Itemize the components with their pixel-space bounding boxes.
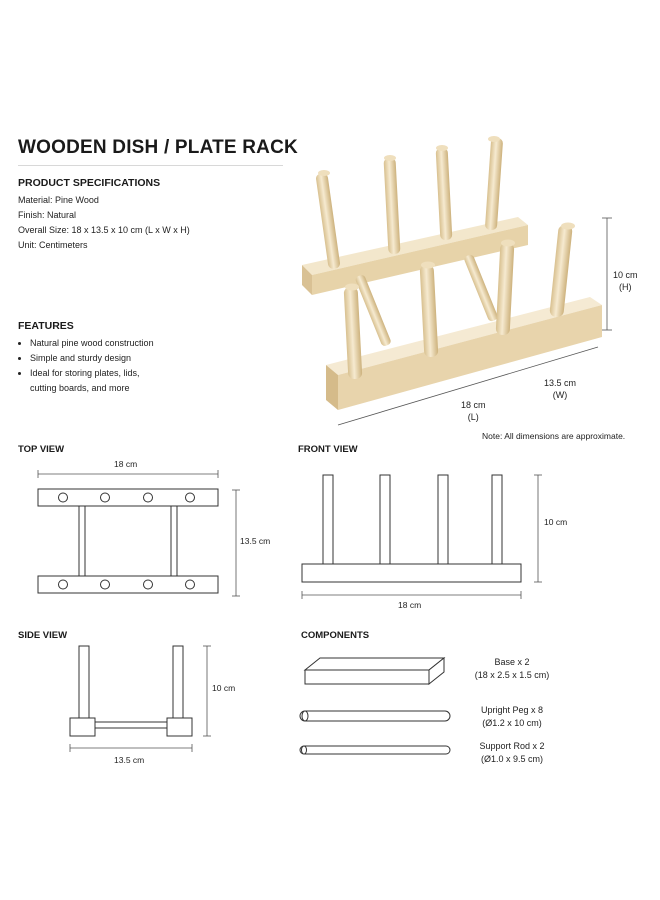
back-base-front [312, 225, 528, 295]
back-base-end [302, 265, 312, 295]
dimensions-note: Note: All dimensions are approximate. [482, 431, 626, 441]
front-view-peg [379, 474, 391, 565]
component-upright-peg [299, 710, 451, 722]
side-view-drawing [69, 645, 211, 752]
side-view-peg [172, 645, 184, 719]
top-view-peg-hole [143, 579, 153, 590]
page-title: WOODEN DISH / PLATE RACK [18, 137, 298, 158]
top-view-width-label: 18 cm [114, 459, 138, 469]
photo-width-label: 13.5 cm (W) [544, 377, 576, 401]
side-view-base [166, 717, 193, 737]
front-view-width-label: 18 cm [398, 600, 422, 610]
features-heading: FEATURES [18, 320, 74, 332]
component-size: (Ø1.2 x 10 cm) [482, 718, 542, 728]
back-base-top [302, 217, 528, 275]
top-view-rod [78, 505, 86, 577]
top-view-peg-hole [58, 492, 68, 503]
front-base-top [326, 297, 602, 375]
front-base-front [338, 305, 602, 410]
spec-overall-size: Overall Size: 18 x 13.5 x 10 cm (L x W x… [18, 225, 190, 235]
spec-finish: Finish: Natural [18, 210, 77, 220]
photo-length-axis: (L) [467, 412, 479, 422]
feature-item: Ideal for storing plates, lids, cutting … [30, 366, 168, 396]
photo-length-label: 18 cm (L) [461, 399, 486, 423]
front-view-peg [491, 474, 503, 565]
component-base-top [303, 657, 446, 671]
front-view-heading: FRONT VIEW [298, 444, 358, 455]
photo-height-label: 10 cm (H) [613, 269, 638, 293]
top-view-back-base [37, 488, 219, 507]
side-view-width-label: 13.5 cm [114, 755, 145, 765]
back-pegs [316, 136, 503, 269]
side-view-rod [94, 721, 168, 729]
top-view-peg-hole [100, 492, 110, 503]
title-divider [18, 165, 283, 166]
photo-height-axis: (H) [619, 282, 632, 292]
length-dimension [337, 346, 599, 426]
side-view-peg [78, 645, 90, 719]
front-view-peg [437, 474, 449, 565]
component-peg-end [301, 710, 309, 722]
top-view-rod [170, 505, 178, 577]
photo-width-axis: (W) [552, 390, 568, 400]
front-view-base [301, 563, 522, 583]
top-view-peg-hole [100, 579, 110, 590]
component-rod-end [301, 745, 307, 755]
height-dimension [602, 217, 612, 331]
photo-width-value: 13.5 cm [544, 378, 577, 388]
features-list: Natural pine wood construction Simple an… [18, 336, 168, 396]
component-size: (18 x 2.5 x 1.5 cm) [474, 670, 550, 680]
front-base-end [326, 365, 338, 410]
front-view-peg [322, 474, 334, 565]
component-label-rod: Support Rod x 2 (Ø1.0 x 9.5 cm) [462, 740, 562, 766]
spec-material: Material: Pine Wood [18, 195, 99, 205]
photo-length-value: 18 cm [461, 400, 486, 410]
support-rods [355, 254, 498, 346]
photo-height-value: 10 cm [613, 270, 638, 280]
side-view-height-label: 10 cm [212, 683, 236, 693]
top-view-peg-hole [185, 579, 195, 590]
product-illustration [302, 136, 612, 426]
top-view-peg-hole [58, 579, 68, 590]
spec-unit: Unit: Centimeters [18, 240, 88, 250]
front-pegs [343, 222, 575, 379]
front-view-height-label: 10 cm [544, 517, 568, 527]
component-base-front [304, 669, 430, 685]
component-name: Upright Peg x 8 [480, 705, 544, 715]
components-drawing [299, 656, 451, 755]
component-name: Base x 2 [494, 657, 530, 667]
specs-list: Material: Pine Wood Finish: Natural Over… [18, 193, 190, 253]
side-view-base [69, 717, 96, 737]
component-size: (Ø1.0 x 9.5 cm) [480, 754, 543, 764]
front-view-drawing [301, 474, 542, 599]
component-label-peg: Upright Peg x 8 (Ø1.2 x 10 cm) [462, 704, 562, 730]
components-heading: COMPONENTS [301, 630, 370, 641]
top-view-peg-hole [185, 492, 195, 503]
top-view-drawing [37, 470, 240, 597]
feature-item: Simple and sturdy design [30, 351, 168, 366]
side-view-heading: SIDE VIEW [18, 630, 68, 641]
top-view-front-base [37, 575, 219, 594]
top-view-depth-label: 13.5 cm [240, 536, 271, 546]
component-support-rod [299, 745, 451, 755]
component-name: Support Rod x 2 [479, 741, 545, 751]
specs-heading: PRODUCT SPECIFICATIONS [18, 177, 161, 189]
top-view-peg-hole [143, 492, 153, 503]
feature-item: Natural pine wood construction [30, 336, 168, 351]
component-label-base: Base x 2 (18 x 2.5 x 1.5 cm) [462, 656, 562, 682]
top-view-heading: TOP VIEW [18, 444, 65, 455]
